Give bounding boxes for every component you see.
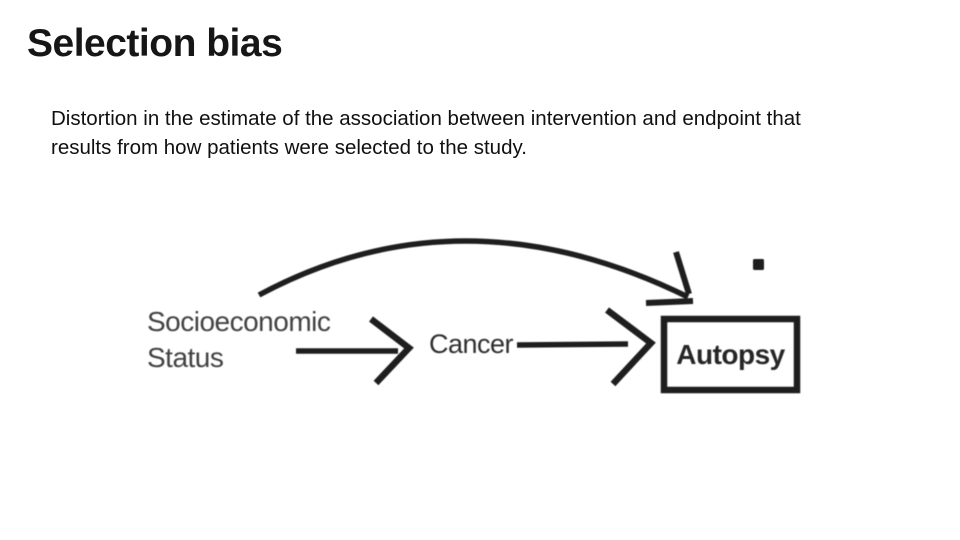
stray-dot: [753, 259, 764, 270]
cancer-to-autopsy-arrow: [516, 307, 656, 387]
diagram-node-cancer-label: Cancer: [429, 329, 514, 359]
ses-to-autopsy-curved-arrow: [257, 238, 694, 306]
ses-label-line-2: Status: [147, 342, 224, 373]
diagram-node-autopsy-label: Autopsy: [676, 338, 785, 370]
diagram-node-ses-label: Socioeconomic Status: [147, 304, 331, 376]
ses-to-cancer-arrow: [296, 316, 414, 386]
body-line-2: results from how patients were selected …: [51, 135, 527, 159]
body-line-1: Distortion in the estimate of the associ…: [51, 107, 801, 130]
ses-label-line-1: Socioeconomic: [147, 306, 331, 337]
slide-title: Selection bias: [27, 22, 283, 65]
autopsy-box: [660, 315, 801, 394]
body-text: Distortion in the estimate of the associ…: [51, 105, 911, 162]
